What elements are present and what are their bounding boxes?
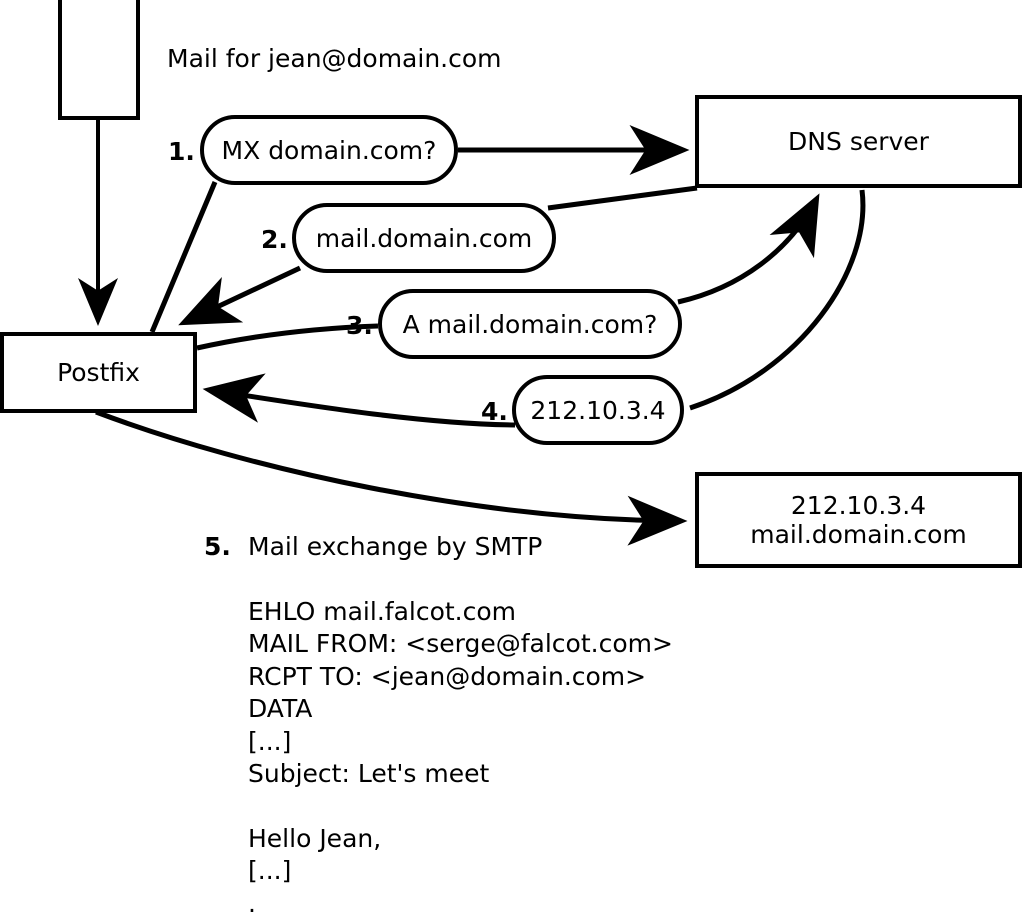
step-3-bubble-label: A mail.domain.com?: [402, 309, 658, 339]
step-1-bubble-label: MX domain.com?: [221, 135, 437, 165]
step-4-bubble-label: 212.10.3.4: [530, 395, 666, 425]
connector-postfix-to-step3: [196, 323, 379, 351]
step-2-number: 2.: [261, 225, 288, 254]
postfix-node: Postfix: [0, 332, 197, 413]
smtp-transcript: EHLO mail.falcot.com MAIL FROM: <serge@f…: [248, 597, 673, 918]
step-5-number: 5.: [204, 532, 231, 561]
dns-server-node-label: DNS server: [788, 127, 929, 156]
connector-step3-to-dns: [677, 193, 820, 305]
step-5-label: Mail exchange by SMTP: [248, 532, 543, 561]
step-4-bubble: 212.10.3.4: [512, 375, 684, 445]
postfix-node-label: Postfix: [57, 358, 140, 387]
connector-postfix-to-target: [95, 409, 688, 546]
step-1-bubble: MX domain.com?: [200, 115, 458, 185]
step-2-bubble: mail.domain.com: [292, 203, 556, 273]
connector-step4-to-postfix: [202, 373, 516, 428]
step-3-bubble: A mail.domain.com?: [378, 289, 682, 359]
step-3-number: 3.: [346, 311, 373, 340]
connector-postfix-to-step1: [149, 181, 218, 333]
connector-step2-to-postfix: [178, 265, 302, 326]
connector-dns-to-step4: [689, 189, 866, 411]
step-4-number: 4.: [481, 397, 508, 426]
dns-server-node: DNS server: [695, 95, 1022, 188]
step-2-bubble-label: mail.domain.com: [315, 223, 533, 253]
target-mail-exchanger-node: 212.10.3.4 mail.domain.com: [695, 472, 1022, 568]
source-mail-box: [58, 0, 140, 120]
target-mail-exchanger-label: 212.10.3.4 mail.domain.com: [750, 491, 967, 549]
incoming-mail-caption: Mail for jean@domain.com: [167, 44, 502, 73]
step-1-number: 1.: [168, 137, 195, 166]
connector-dns-to-step2: [547, 185, 698, 211]
